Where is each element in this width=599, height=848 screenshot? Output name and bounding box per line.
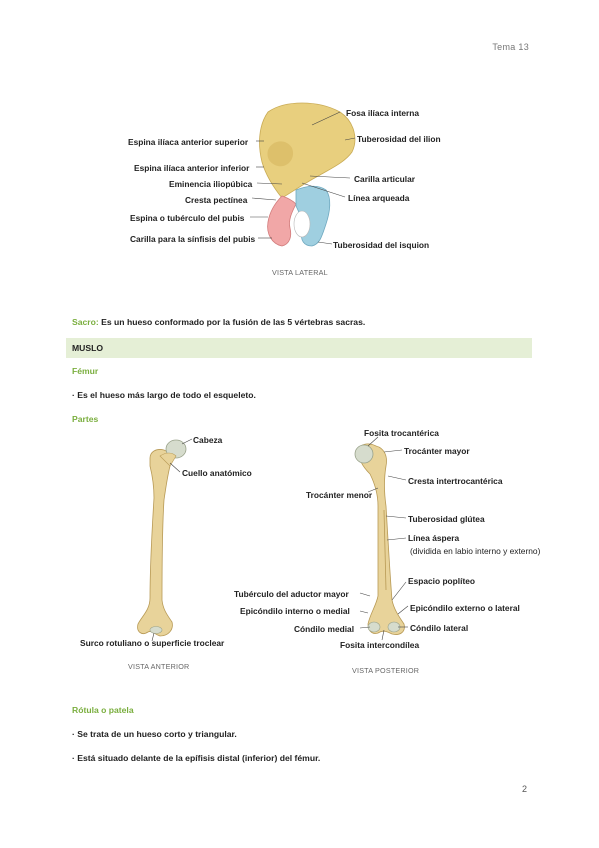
rotula-bullet-2: · Está situado delante de la epífisis di… [72, 753, 321, 763]
label-cresta-intertrocanterica: Cresta intertrocantérica [408, 476, 503, 486]
label-condilo-medial: Cóndilo medial [294, 624, 355, 634]
femur-posterior-head [354, 444, 374, 464]
label-condilo-lateral: Cóndilo lateral [410, 623, 469, 633]
label-epicondilo-interno: Epicóndilo interno o medial [240, 606, 350, 616]
section-bar-muslo: MUSLO [66, 338, 532, 358]
femur-posterior-caption: VISTA POSTERIOR [352, 666, 420, 675]
label-cresta-pectinea: Cresta pectínea [185, 195, 248, 205]
partes-heading: Partes [72, 414, 99, 424]
rotula-heading: Rótula o patela [72, 705, 134, 715]
label-linea-arqueada: Línea arqueada [348, 193, 410, 203]
label-tuberosidad-ilion: Tuberosidad del ilion [357, 134, 441, 144]
femur-heading: Fémur [72, 366, 99, 376]
label-espina-tuberculo-pubis: Espina o tubérculo del pubis [130, 213, 245, 223]
label-tuberosidad-isquion: Tuberosidad del isquion [333, 240, 430, 250]
sacro-text: Es un hueso conformado por la fusión de … [101, 317, 366, 327]
femur-posterior-shape [354, 443, 405, 635]
label-carilla-sinfisis-pubis: Carilla para la sínfisis del pubis [130, 234, 256, 244]
rotula-bullet-1: · Se trata de un hueso corto y triangula… [72, 729, 237, 739]
sacro-paragraph: Sacro: Es un hueso conformado por la fus… [72, 317, 365, 327]
femur-anterior-shape [137, 439, 187, 637]
femur-anterior-caption: VISTA ANTERIOR [128, 662, 190, 671]
label-trocanter-menor: Trocánter menor [306, 490, 373, 500]
page-number: 2 [521, 784, 527, 794]
label-espina-iliaca-anterior-superior: Espina ilíaca anterior superior [128, 137, 249, 147]
label-epicondilo-externo: Epicóndilo externo o lateral [410, 603, 520, 613]
obturator-foramen [293, 210, 311, 238]
header-topic: Tema 13 [492, 42, 529, 52]
section-title: MUSLO [72, 343, 104, 353]
acetabulum-shape [267, 141, 294, 167]
label-fosita-intercondilea: Fosita intercondílea [340, 640, 420, 650]
hip-figure-caption: VISTA LATERAL [272, 268, 328, 277]
sacro-term: Sacro [72, 317, 96, 327]
label-fosita-trocanterica: Fosita trocantérica [364, 428, 439, 438]
label-cabeza: Cabeza [193, 435, 223, 445]
linea-aspera-line [383, 509, 387, 591]
sacro-separator: : [95, 317, 99, 327]
pubis-shape [267, 195, 297, 247]
femur-anterior-trochlea [149, 626, 163, 634]
label-tuberosidad-glutea: Tuberosidad glútea [408, 514, 485, 524]
label-trocanter-mayor: Trocánter mayor [404, 446, 470, 456]
label-espina-iliaca-anterior-inferior: Espina ilíaca anterior inferior [134, 163, 250, 173]
femur-anterior-neck [159, 452, 177, 467]
label-espacio-popliteo: Espacio poplíteo [408, 576, 476, 586]
label-eminencia-iliopubica: Eminencia iliopúbica [169, 179, 253, 189]
label-carilla-articular: Carilla articular [354, 174, 415, 184]
label-tuberculo-aductor-mayor: Tubérculo del aductor mayor [234, 589, 349, 599]
label-linea-aspera-note: (dividida en labio interno y externo) [410, 546, 541, 556]
label-cuello-anatomico: Cuello anatómico [182, 468, 252, 478]
femur-bullet: · Es el hueso más largo de todo el esque… [72, 390, 256, 400]
label-linea-aspera: Línea áspera [408, 533, 460, 543]
label-surco-rotuliano: Surco rotuliano o superficie troclear [80, 638, 225, 648]
label-fosa-iliaca-interna: Fosa ilíaca interna [346, 108, 420, 118]
